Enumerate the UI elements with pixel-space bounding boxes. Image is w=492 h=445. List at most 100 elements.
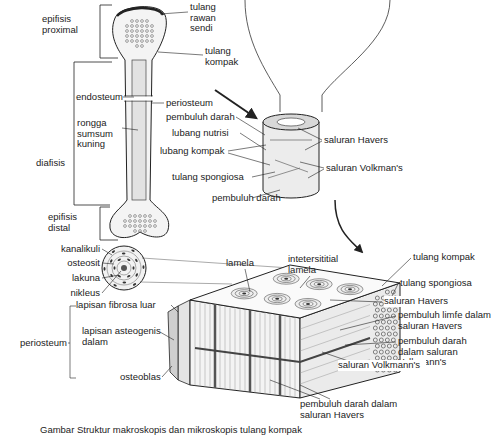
part-label: lubang kompak bbox=[160, 146, 230, 157]
part-label: epifisis proximal bbox=[42, 14, 92, 35]
trabecula bbox=[131, 20, 134, 23]
part-label: tulang spongiosa bbox=[400, 278, 488, 289]
trabecula bbox=[375, 308, 379, 312]
trabecula bbox=[136, 35, 139, 38]
part-label: tulang spongiosa bbox=[172, 172, 252, 183]
trabecula bbox=[126, 40, 129, 43]
haversian-canal bbox=[284, 278, 288, 280]
part-label: lapisan fibrosa luar bbox=[76, 300, 176, 311]
leader-line bbox=[270, 380, 330, 399]
part-label: lamela bbox=[226, 258, 266, 269]
leader-lines bbox=[68, 12, 411, 399]
lamella-line bbox=[285, 316, 286, 397]
part-label: rongga sumsum kuning bbox=[77, 118, 122, 150]
zoom-arrow bbox=[335, 200, 362, 252]
osteon bbox=[277, 275, 295, 283]
trabecula bbox=[139, 225, 142, 228]
osteon bbox=[306, 279, 332, 290]
trabecula bbox=[373, 350, 377, 354]
trabecula bbox=[131, 35, 134, 38]
trabecula bbox=[393, 320, 397, 324]
trabecula bbox=[124, 225, 127, 228]
osteocyte bbox=[122, 252, 126, 254]
osteocyte bbox=[135, 273, 138, 277]
part-label: saluran Volkman's bbox=[326, 163, 416, 174]
trabecula bbox=[375, 332, 379, 336]
trabecula bbox=[129, 220, 132, 223]
leader-line bbox=[240, 133, 266, 150]
trabecula bbox=[141, 20, 144, 23]
part-label: lubang nutrisi bbox=[172, 128, 242, 139]
leader-line bbox=[298, 128, 322, 150]
trabecula bbox=[136, 40, 139, 43]
osteon bbox=[345, 287, 355, 291]
trabecula bbox=[144, 215, 147, 218]
trabecula bbox=[151, 35, 154, 38]
trabecula bbox=[385, 350, 389, 354]
osteocyte bbox=[127, 258, 131, 262]
trabecula bbox=[144, 230, 147, 233]
trabecula bbox=[381, 320, 385, 324]
trabecula bbox=[149, 225, 152, 228]
haversian-canal bbox=[121, 265, 127, 271]
lamella-line bbox=[210, 303, 211, 387]
lamella-ring bbox=[107, 251, 141, 285]
trabecula bbox=[381, 308, 385, 312]
leader-line bbox=[300, 162, 324, 178]
trabecula bbox=[393, 308, 397, 312]
block-texture bbox=[195, 273, 397, 397]
trabecula bbox=[151, 25, 154, 28]
trabecula bbox=[136, 30, 139, 33]
osteocyte bbox=[132, 283, 136, 287]
trabecula bbox=[391, 326, 395, 330]
osteon bbox=[231, 288, 257, 299]
trabecula bbox=[126, 35, 129, 38]
cylinder-top bbox=[263, 114, 319, 130]
part-label: nikleus bbox=[50, 288, 100, 299]
osteon bbox=[235, 290, 253, 298]
trabecula bbox=[391, 350, 395, 354]
leader-line bbox=[245, 269, 250, 292]
trabecula bbox=[379, 302, 383, 306]
trabecula bbox=[129, 215, 132, 218]
leader-line bbox=[160, 332, 174, 340]
part-label: periosteum bbox=[166, 98, 226, 109]
osteocyte bbox=[113, 284, 117, 287]
part-label: saluran Havers bbox=[384, 296, 474, 307]
trabecula bbox=[146, 40, 149, 43]
part-label: saluran Volkmann's bbox=[338, 360, 426, 371]
leader-line bbox=[160, 12, 188, 14]
part-label: osteoblas bbox=[120, 372, 170, 383]
leader-line bbox=[122, 128, 138, 130]
part-label: epifisis distal bbox=[48, 212, 96, 233]
part-label: tulang kompak bbox=[205, 46, 245, 67]
trabecula bbox=[126, 30, 129, 33]
break-line bbox=[124, 96, 153, 101]
trabecula bbox=[393, 344, 397, 348]
leader-line bbox=[123, 97, 134, 98]
trabecula bbox=[385, 314, 389, 318]
leader-line bbox=[340, 316, 396, 330]
osteon bbox=[314, 282, 324, 286]
part-label: periosteum bbox=[20, 338, 68, 349]
trabecula bbox=[391, 338, 395, 342]
trabecula bbox=[124, 220, 127, 223]
trabecula bbox=[141, 45, 144, 48]
part-label: osteosit bbox=[50, 258, 100, 269]
periosteum-layer bbox=[178, 300, 190, 385]
lamella-line bbox=[290, 316, 291, 396]
osteon bbox=[239, 291, 249, 295]
lamella-line bbox=[270, 313, 271, 394]
trabecula bbox=[391, 314, 395, 318]
part-label: lapisan asteogenis dalam bbox=[82, 326, 170, 347]
break-gap bbox=[124, 97, 153, 101]
osteocyte bbox=[142, 265, 144, 269]
trabecula bbox=[379, 326, 383, 330]
osteon bbox=[264, 293, 290, 304]
leader-line bbox=[158, 52, 203, 55]
haversian-canal bbox=[306, 303, 310, 305]
lamella-line bbox=[255, 311, 256, 393]
bracket bbox=[100, 207, 118, 240]
leader-line bbox=[228, 145, 270, 165]
